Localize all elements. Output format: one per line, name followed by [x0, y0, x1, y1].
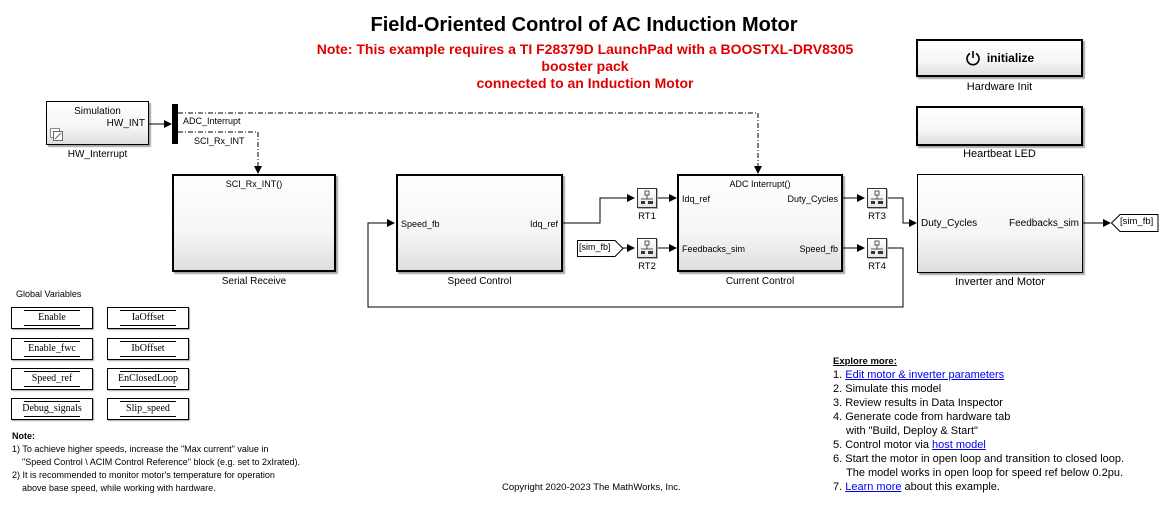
wire-sci-rx-int [178, 131, 262, 174]
current-control-block[interactable]: ADC Interrupt() Idq_ref Feedbacks_sim Du… [677, 174, 843, 272]
notes-annotation: Note: 1) To achieve higher speeds, incre… [12, 430, 300, 495]
note-line: 1) To achieve higher speeds, increase th… [12, 444, 269, 454]
idq-ref-output-port: Idq_ref [529, 219, 558, 229]
global-variables-title: Global Variables [16, 289, 82, 299]
explore-item-2: 2. Simulate this model [833, 383, 942, 395]
feedbacks-sim-output-port: Feedbacks_sim [1008, 218, 1079, 229]
speed-control-label: Speed Control [447, 276, 512, 287]
duty-cycles-output-port: Duty_Cycles [787, 194, 838, 204]
goto-sim-fb-tag[interactable] [1111, 214, 1159, 232]
hw-int-port: HW_INT [106, 118, 145, 129]
duty-cycles-input-port: Duty_Cycles [921, 218, 978, 229]
explore-item-3: 3. Review results in Data Inspector [833, 397, 1003, 409]
global-var-label: Enable_fwc [28, 343, 76, 354]
speed-fb-output-port: Speed_fb [799, 244, 838, 254]
note-line: above base speed, while working with har… [22, 483, 216, 493]
rt4-block[interactable] [867, 238, 887, 258]
global-var-label: Slip_speed [126, 403, 170, 414]
notes-title: Note: [12, 431, 35, 441]
rate-transition-icon [871, 240, 883, 254]
adc-interrupt-signal-label: ADC_Interrupt [183, 116, 241, 126]
global-var-label: EnClosedLoop [118, 373, 178, 384]
hardware-init-label: Hardware Init [966, 81, 1033, 93]
rate-transition-icon [641, 190, 653, 204]
rate-transition-icon [641, 240, 653, 254]
feedbacks-sim-input-port: Feedbacks_sim [682, 244, 746, 254]
sci-rx-int-signal-label: SCI_Rx_INT [194, 136, 245, 146]
wire-rt3-inv [888, 197, 917, 227]
wire-adc-interrupt [178, 112, 762, 174]
edit-parameters-link[interactable]: Edit motor & inverter parameters [845, 369, 1005, 381]
explore-item-5: 5. Control motor via host model [833, 438, 1124, 452]
rt1-block[interactable] [637, 188, 657, 208]
serial-receive-block[interactable]: SCI_Rx_INT() [172, 174, 336, 272]
explore-item-number: 7. [833, 481, 846, 493]
explore-item-6-cont: The model works in open loop for speed r… [846, 467, 1123, 479]
hw-interrupt-label: HW_Interrupt [67, 149, 128, 160]
serial-receive-trigger: SCI_Rx_INT() [225, 179, 283, 189]
global-var-label: Debug_signals [22, 403, 82, 414]
requirement-note: Note: This example requires a TI F28379D… [300, 41, 870, 92]
global-var-enclosedloop[interactable]: EnClosedLoop [107, 368, 189, 390]
heartbeat-led-label: Heartbeat LED [963, 148, 1036, 160]
explore-more-panel: Explore more: 1. Edit motor & inverter p… [833, 356, 1124, 494]
power-icon [966, 51, 980, 66]
copyright: Copyright 2020-2023 The MathWorks, Inc. [502, 482, 681, 493]
rt4-label: RT4 [868, 261, 886, 272]
global-var-debug-signals[interactable]: Debug_signals [11, 398, 93, 420]
explore-item-text: 5. Control motor via [833, 439, 933, 451]
note-line: 2) It is recommended to monitor motor's … [12, 470, 275, 480]
explore-item-text: about this example. [901, 481, 1000, 493]
initialize-button-label: initialize [986, 51, 1035, 65]
global-var-speed-ref[interactable]: Speed_ref [11, 368, 93, 390]
explore-item-4: 4. Generate code from hardware tab [833, 411, 1011, 423]
explore-item-number: 1. [833, 369, 846, 381]
demux-bar[interactable] [172, 104, 178, 144]
global-var-enable[interactable]: Enable [11, 307, 93, 329]
explore-item-4-cont: with "Build, Deploy & Start" [846, 425, 978, 437]
page-title: Field-Oriented Control of AC Induction M… [370, 14, 798, 36]
goto-sim-fb-text: [sim_fb] [1120, 216, 1154, 227]
rt2-label: RT2 [638, 261, 656, 272]
global-var-label: Speed_ref [31, 373, 73, 384]
variant-subsystem-icon [50, 128, 63, 141]
host-model-link[interactable]: host model [932, 439, 986, 451]
inverter-motor-label: Inverter and Motor [955, 276, 1045, 288]
wire-idq-ref [563, 194, 635, 224]
rt3-block[interactable] [867, 188, 887, 208]
note-line: "Speed Control \ ACIM Control Reference"… [22, 457, 301, 467]
wire-speed-feedback [367, 219, 904, 308]
explore-title: Explore more: [833, 356, 897, 367]
idq-ref-input-port: Idq_ref [682, 194, 711, 204]
rt2-block[interactable] [637, 238, 657, 258]
serial-receive-label: Serial Receive [221, 276, 287, 287]
from-sim-fb-tag[interactable] [577, 240, 625, 257]
global-var-iboffset[interactable]: IbOffset [107, 338, 189, 360]
heartbeat-led-block[interactable] [916, 106, 1083, 146]
global-var-label: Enable [38, 312, 66, 323]
explore-item-1: 1. Edit motor & inverter parameters [833, 368, 1124, 382]
requirement-note-line1: Note: This example requires a TI F28379D… [316, 41, 854, 74]
current-control-label: Current Control [725, 276, 795, 287]
requirement-note-line2: connected to an Induction Motor [476, 75, 694, 91]
speed-control-block[interactable]: Speed_fb Idq_ref [396, 174, 563, 272]
rt3-label: RT3 [868, 211, 886, 222]
hardware-init-block[interactable]: initialize [916, 39, 1083, 77]
global-var-label: IaOffset [131, 312, 165, 323]
learn-more-link[interactable]: Learn more [845, 481, 902, 493]
global-var-label: IbOffset [131, 343, 165, 354]
speed-fb-input-port: Speed_fb [401, 219, 440, 229]
global-var-slip-speed[interactable]: Slip_speed [107, 398, 189, 420]
rate-transition-icon [871, 190, 883, 204]
global-var-enable-fwc[interactable]: Enable_fwc [11, 338, 93, 360]
inverter-motor-block[interactable]: Duty_Cycles Feedbacks_sim [917, 174, 1083, 273]
hw-interrupt-text: Simulation [74, 106, 121, 117]
explore-item-6: 6. Start the motor in open loop and tran… [833, 453, 1125, 465]
rt1-label: RT1 [638, 211, 656, 222]
current-control-trigger: ADC Interrupt() [729, 179, 791, 189]
hw-interrupt-block[interactable]: Simulation HW_INT [46, 101, 149, 145]
explore-item-7: 7. Learn more about this example. [833, 480, 1124, 494]
from-sim-fb-text: [sim_fb] [579, 242, 611, 252]
global-var-iaoffset[interactable]: IaOffset [107, 307, 189, 329]
